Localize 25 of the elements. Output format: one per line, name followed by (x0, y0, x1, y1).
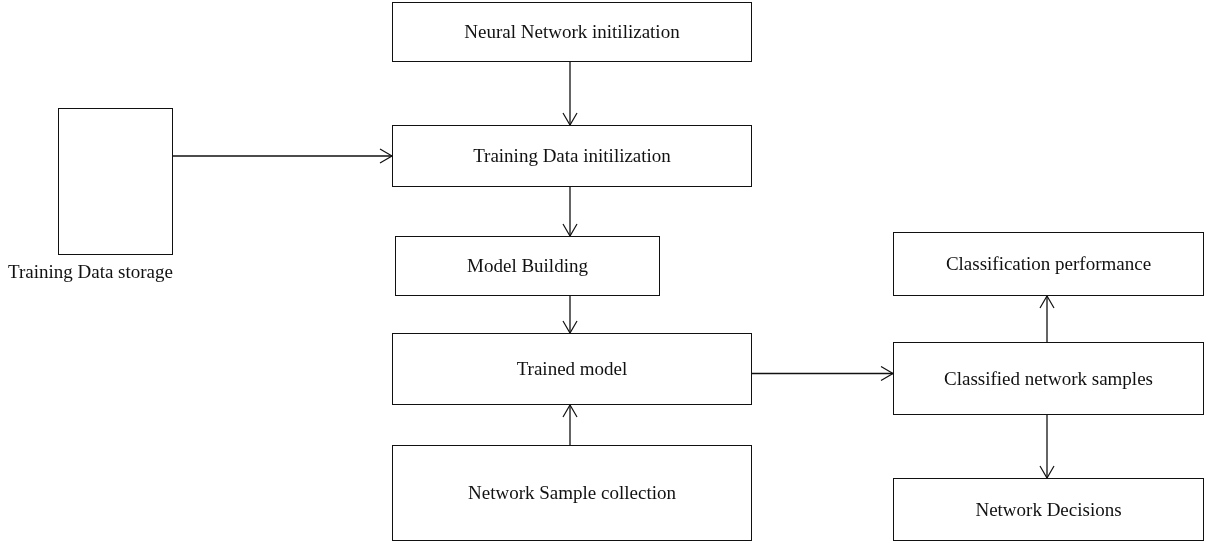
arrow (562, 186, 578, 237)
process-box (893, 342, 1204, 415)
box-label: Neural Network initilization (464, 21, 680, 43)
process-box (392, 2, 752, 62)
box-label: Model Building (467, 255, 588, 277)
arrow (562, 61, 578, 126)
arrow (172, 148, 393, 164)
storage-label: Training Data storage (8, 261, 173, 283)
arrow (1039, 414, 1055, 479)
process-box (392, 445, 752, 541)
box-label: Classification performance (945, 253, 1152, 275)
box-label: Network Decisions (975, 498, 1122, 521)
arrow (751, 365, 894, 382)
box-label: Network Sample collection (468, 482, 676, 504)
box-label: Training Data initilization (473, 145, 671, 167)
box-label: Classified network samples (944, 367, 1153, 390)
process-box (893, 478, 1204, 541)
box-label: Trained model (516, 358, 628, 380)
arrow (562, 295, 578, 334)
process-box (392, 125, 752, 187)
process-box (893, 232, 1204, 296)
process-box (395, 236, 660, 296)
arrow (562, 404, 578, 446)
process-box (392, 333, 752, 405)
arrow (1039, 295, 1055, 343)
